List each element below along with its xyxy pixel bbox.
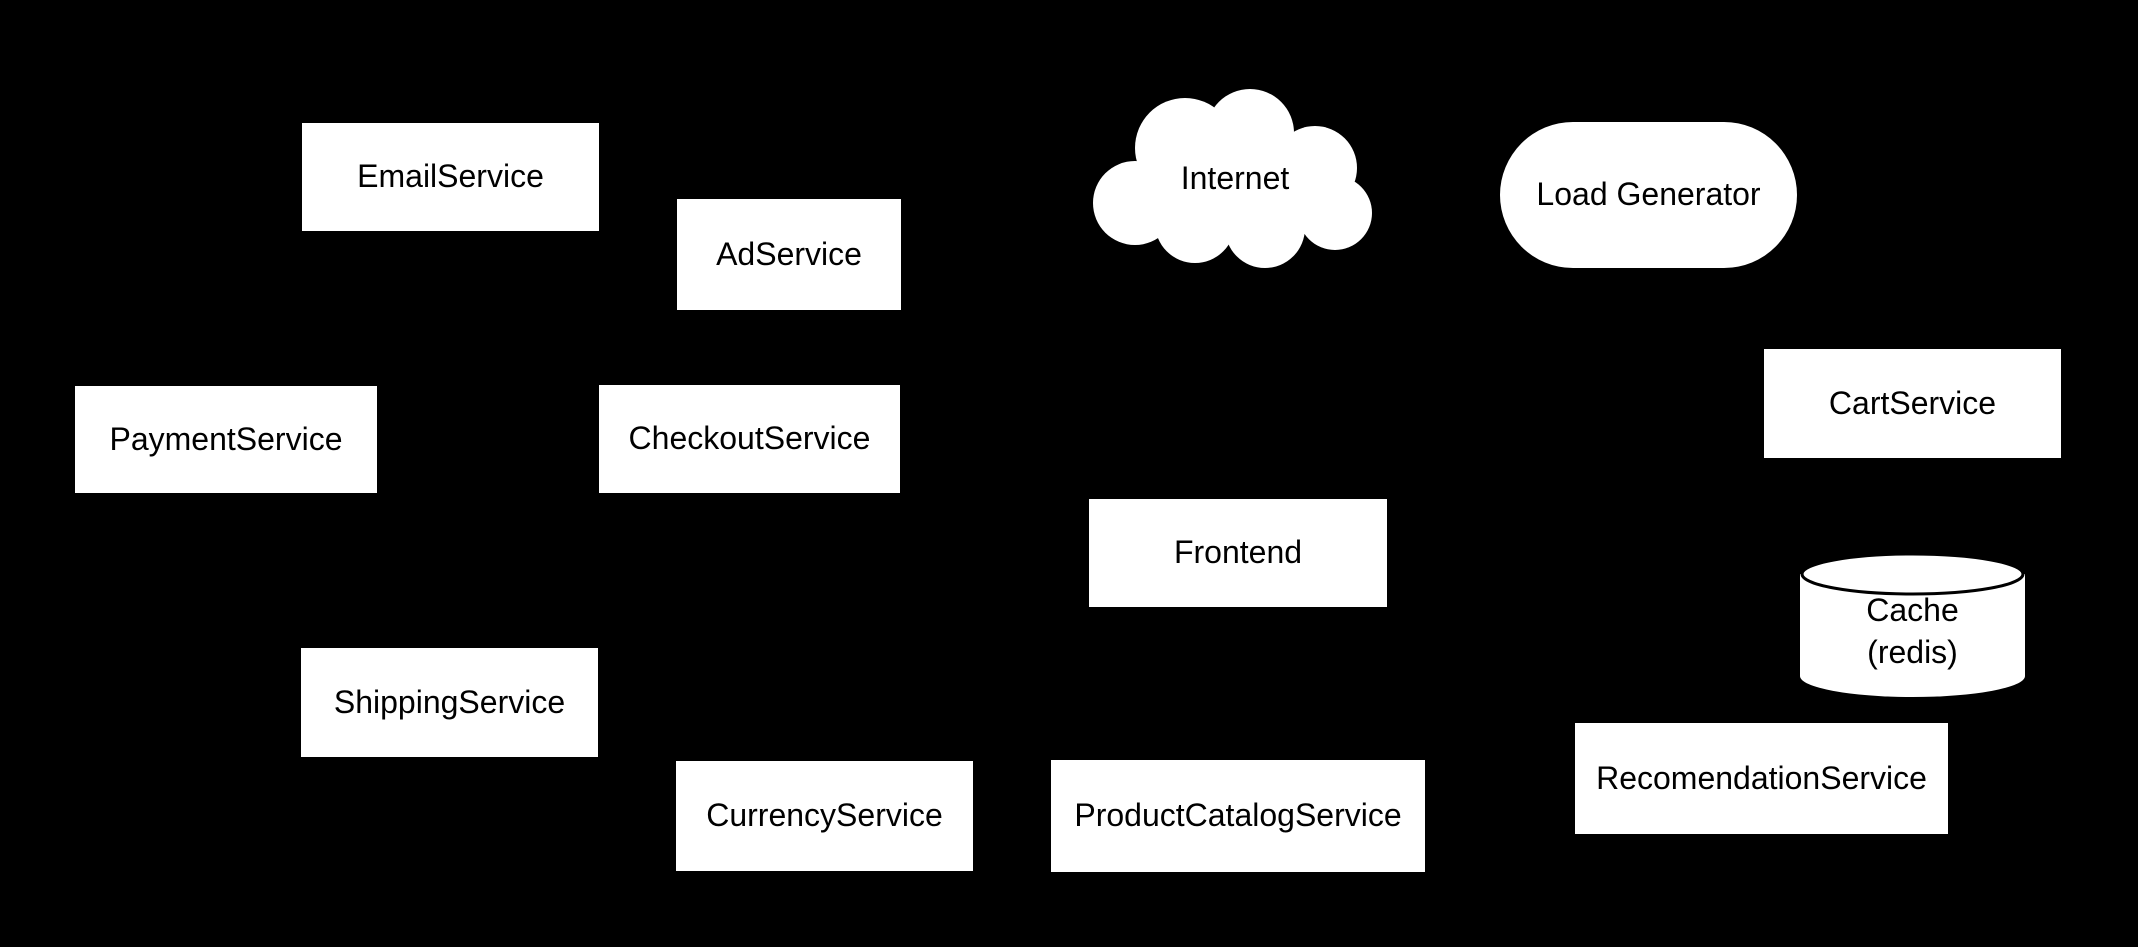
node-label: ProductCatalogService (1074, 797, 1402, 834)
node-label: CartService (1828, 384, 1997, 421)
node-product-catalog-service: ProductCatalogService (1051, 760, 1425, 872)
node-email-service: EmailService (302, 123, 599, 231)
node-label: Internet (1180, 160, 1290, 197)
node-label: CheckoutService (628, 420, 871, 457)
node-recomendation-service: RecomendationService (1575, 723, 1948, 834)
node-label: Frontend (1173, 534, 1303, 571)
node-label: ShippingService (333, 683, 566, 720)
database-cylinder-shape (1800, 552, 2025, 697)
node-cache-redis: Cache (redis) (1800, 552, 2025, 698)
node-label: CurrencyService (706, 797, 943, 834)
node-checkout-service: CheckoutService (599, 385, 900, 493)
node-load-generator: Load Generator (1500, 122, 1797, 268)
internet-cloud-shape (1093, 89, 1372, 268)
node-label: AdService (716, 235, 862, 272)
cache-label-line1: Cache (1866, 592, 1959, 629)
node-label: EmailService (357, 158, 544, 195)
node-label: Load Generator (1536, 176, 1761, 213)
node-currency-service: CurrencyService (676, 761, 973, 871)
node-shipping-service: ShippingService (301, 648, 598, 757)
node-ad-service: AdService (677, 199, 901, 310)
cache-label-line2: (redis) (1867, 634, 1958, 670)
node-internet: Internet (1090, 88, 1380, 270)
node-label: PaymentService (109, 420, 343, 457)
node-payment-service: PaymentService (75, 386, 377, 493)
node-frontend: Frontend (1089, 499, 1387, 607)
node-cart-service: CartService (1764, 349, 2061, 458)
node-label: RecomendationService (1596, 759, 1927, 796)
node-label: Cache (redis) (1866, 576, 1959, 673)
